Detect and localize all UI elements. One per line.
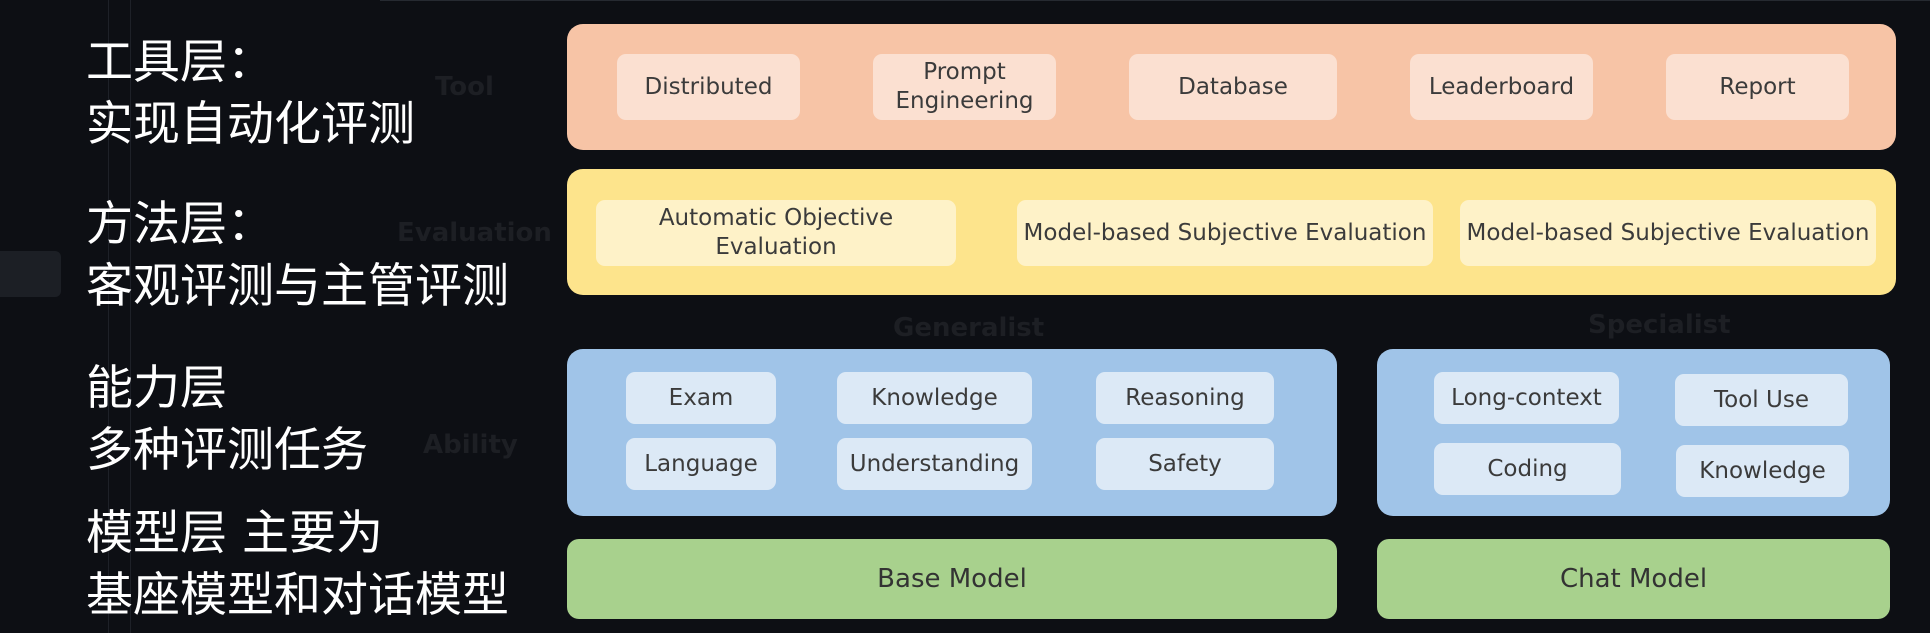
ability-ghost-label: Ability <box>423 430 518 460</box>
method-layer-title: 方法层： <box>86 197 274 252</box>
model-based-subjective-evaluation-chip: Model-based Subjective Evaluation <box>1017 200 1433 266</box>
tool-layer: Distributed Prompt Engineering Database … <box>567 24 1896 150</box>
reasoning-chip: Reasoning <box>1096 372 1274 424</box>
distributed-chip: Distributed <box>617 54 800 120</box>
report-chip: Report <box>1666 54 1849 120</box>
tool-ghost-label: Tool <box>435 72 494 102</box>
side-panel-tab[interactable] <box>0 251 61 297</box>
leaderboard-chip: Leaderboard <box>1410 54 1593 120</box>
model-layer-title: 模型层 主要为 <box>86 506 383 561</box>
ability-layer-description: 能力层 多种评测任务 <box>86 358 368 482</box>
tool-layer-subtitle: 实现自动化评测 <box>86 97 415 152</box>
method-layer-subtitle: 客观评测与主管评测 <box>86 259 509 314</box>
tool-use-chip: Tool Use <box>1675 374 1848 426</box>
prompt-engineering-chip: Prompt Engineering <box>873 54 1056 120</box>
long-context-chip: Long-context <box>1434 372 1619 424</box>
specialist-ability-layer: Long-context Tool Use Coding Knowledge <box>1377 349 1890 516</box>
database-chip: Database <box>1129 54 1337 120</box>
model-layer-subtitle: 基座模型和对话模型 <box>86 568 509 623</box>
tool-layer-title: 工具层： <box>86 35 274 90</box>
chat-model-block: Chat Model <box>1377 539 1890 619</box>
model-layer-description: 模型层 主要为 基座模型和对话模型 <box>86 503 509 627</box>
ability-layer-title: 能力层 <box>86 361 227 416</box>
top-border <box>380 0 1930 1</box>
generalist-ghost-label: Generalist <box>893 313 1045 343</box>
automatic-objective-evaluation-chip: Automatic Objective Evaluation <box>596 200 956 266</box>
model-based-subjective-evaluation-chip-2: Model-based Subjective Evaluation <box>1460 200 1876 266</box>
prompt-engineering-label: Prompt Engineering <box>895 59 1034 114</box>
guide-line <box>108 0 109 633</box>
coding-chip: Coding <box>1434 443 1621 495</box>
specialist-ghost-label: Specialist <box>1588 310 1731 340</box>
base-model-block: Base Model <box>567 539 1337 619</box>
specialist-knowledge-chip: Knowledge <box>1676 445 1849 497</box>
safety-chip: Safety <box>1096 438 1274 490</box>
method-layer-description: 方法层： 客观评测与主管评测 <box>86 194 509 318</box>
ability-layer-subtitle: 多种评测任务 <box>86 423 368 478</box>
exam-chip: Exam <box>626 372 776 424</box>
guide-line <box>130 0 131 633</box>
evaluation-layer: Automatic Objective Evaluation Model-bas… <box>567 169 1896 295</box>
language-chip: Language <box>626 438 776 490</box>
knowledge-chip: Knowledge <box>837 372 1032 424</box>
tool-layer-description: 工具层： 实现自动化评测 <box>86 32 415 156</box>
understanding-chip: Understanding <box>837 438 1032 490</box>
evaluation-ghost-label: Evaluation <box>397 218 552 248</box>
generalist-ability-layer: Exam Knowledge Reasoning Language Unders… <box>567 349 1337 516</box>
